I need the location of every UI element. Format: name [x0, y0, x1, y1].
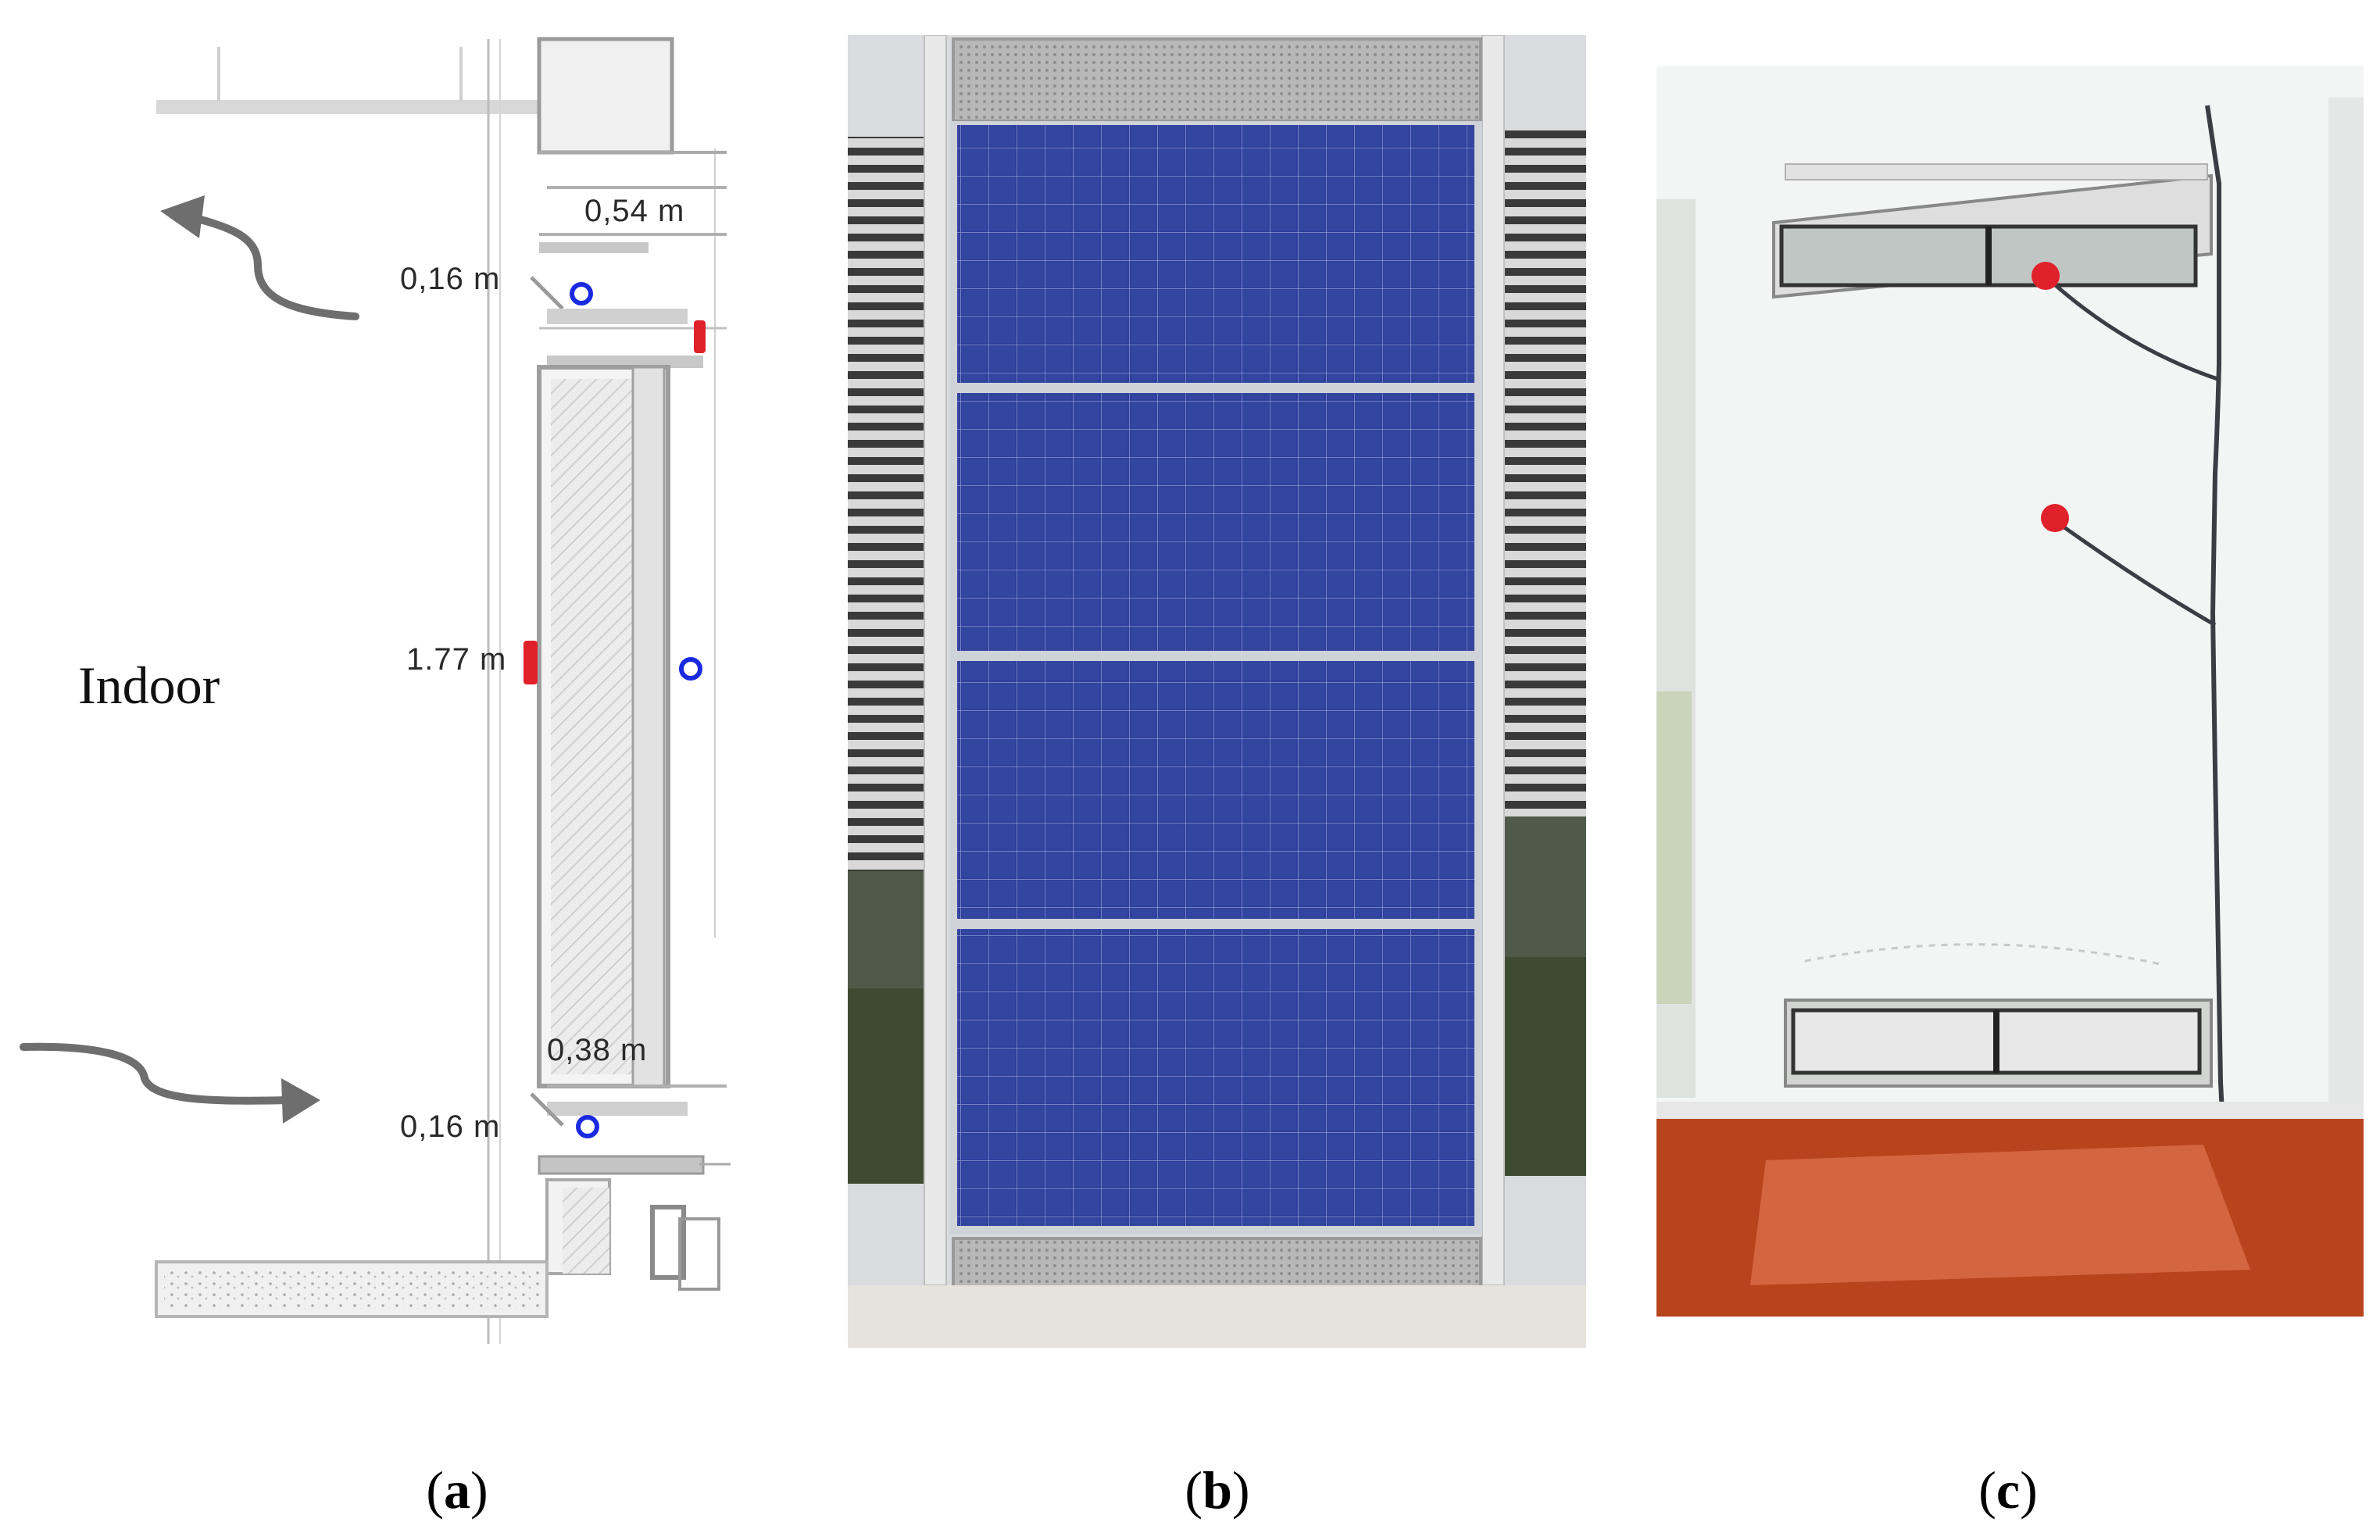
dim-top-vent: 0,16 m: [400, 262, 501, 296]
top-ventilation-grille: [952, 38, 1482, 123]
dim-top-opening: 0,54 m: [584, 194, 685, 228]
wall-sensor-top: [2032, 262, 2060, 290]
right-window-blinds: [1504, 129, 1586, 816]
pv-module-3: [957, 661, 1474, 919]
caption-b: (b): [1185, 1460, 1250, 1520]
airflow-sensor-bottom: [576, 1115, 599, 1138]
dim-bottom-vent: 0,16 m: [400, 1109, 501, 1144]
temperature-sensor-top: [694, 320, 706, 353]
sensor-cable-top: [2049, 280, 2218, 381]
panel-a-section-drawing: [0, 0, 781, 1375]
caption-c: (c): [1978, 1460, 2038, 1520]
wall-sensor-middle: [2041, 504, 2069, 532]
pv-module-4: [957, 929, 1474, 1226]
airflow-sensor-middle: [679, 657, 702, 681]
caption-a: (a): [426, 1460, 488, 1520]
pv-facade-svg: [848, 35, 1586, 1348]
pv-module-2: [957, 393, 1474, 651]
bottom-vent-damper: [530, 1092, 564, 1127]
top-vent-damper: [530, 276, 564, 310]
air-inflow-arrowhead: [281, 1078, 320, 1124]
sensor-cable-middle: [2057, 521, 2217, 627]
indoor-label: Indoor: [78, 656, 220, 715]
dim-cavity-height: 1.77 m: [406, 642, 507, 677]
sensor-cable-main: [2205, 105, 2228, 1177]
air-inflow-arrow: [20, 1042, 293, 1105]
temperature-sensor-middle: [524, 641, 538, 684]
ground: [848, 1285, 1586, 1348]
right-window: [2328, 98, 2364, 1113]
bottom-sill: [538, 1155, 705, 1175]
section-drawing-svg: [20, 37, 731, 1344]
panel-c-interior-photo: [1656, 66, 2364, 1317]
panel-b-pv-facade-photo: [848, 35, 1586, 1348]
pv-module-layer: [631, 366, 666, 1088]
upper-wall-block: [537, 37, 674, 155]
dim-bottom-opening: 0,38 m: [547, 1033, 648, 1067]
left-window-blinds: [848, 137, 926, 871]
pv-module-1: [957, 125, 1474, 383]
ceiling-slab: [156, 100, 539, 114]
interior-svg: [1656, 66, 2364, 1317]
air-outflow-arrow: [180, 211, 359, 320]
airflow-sensor-top: [570, 282, 593, 305]
air-outflow-arrowhead: [160, 195, 205, 238]
